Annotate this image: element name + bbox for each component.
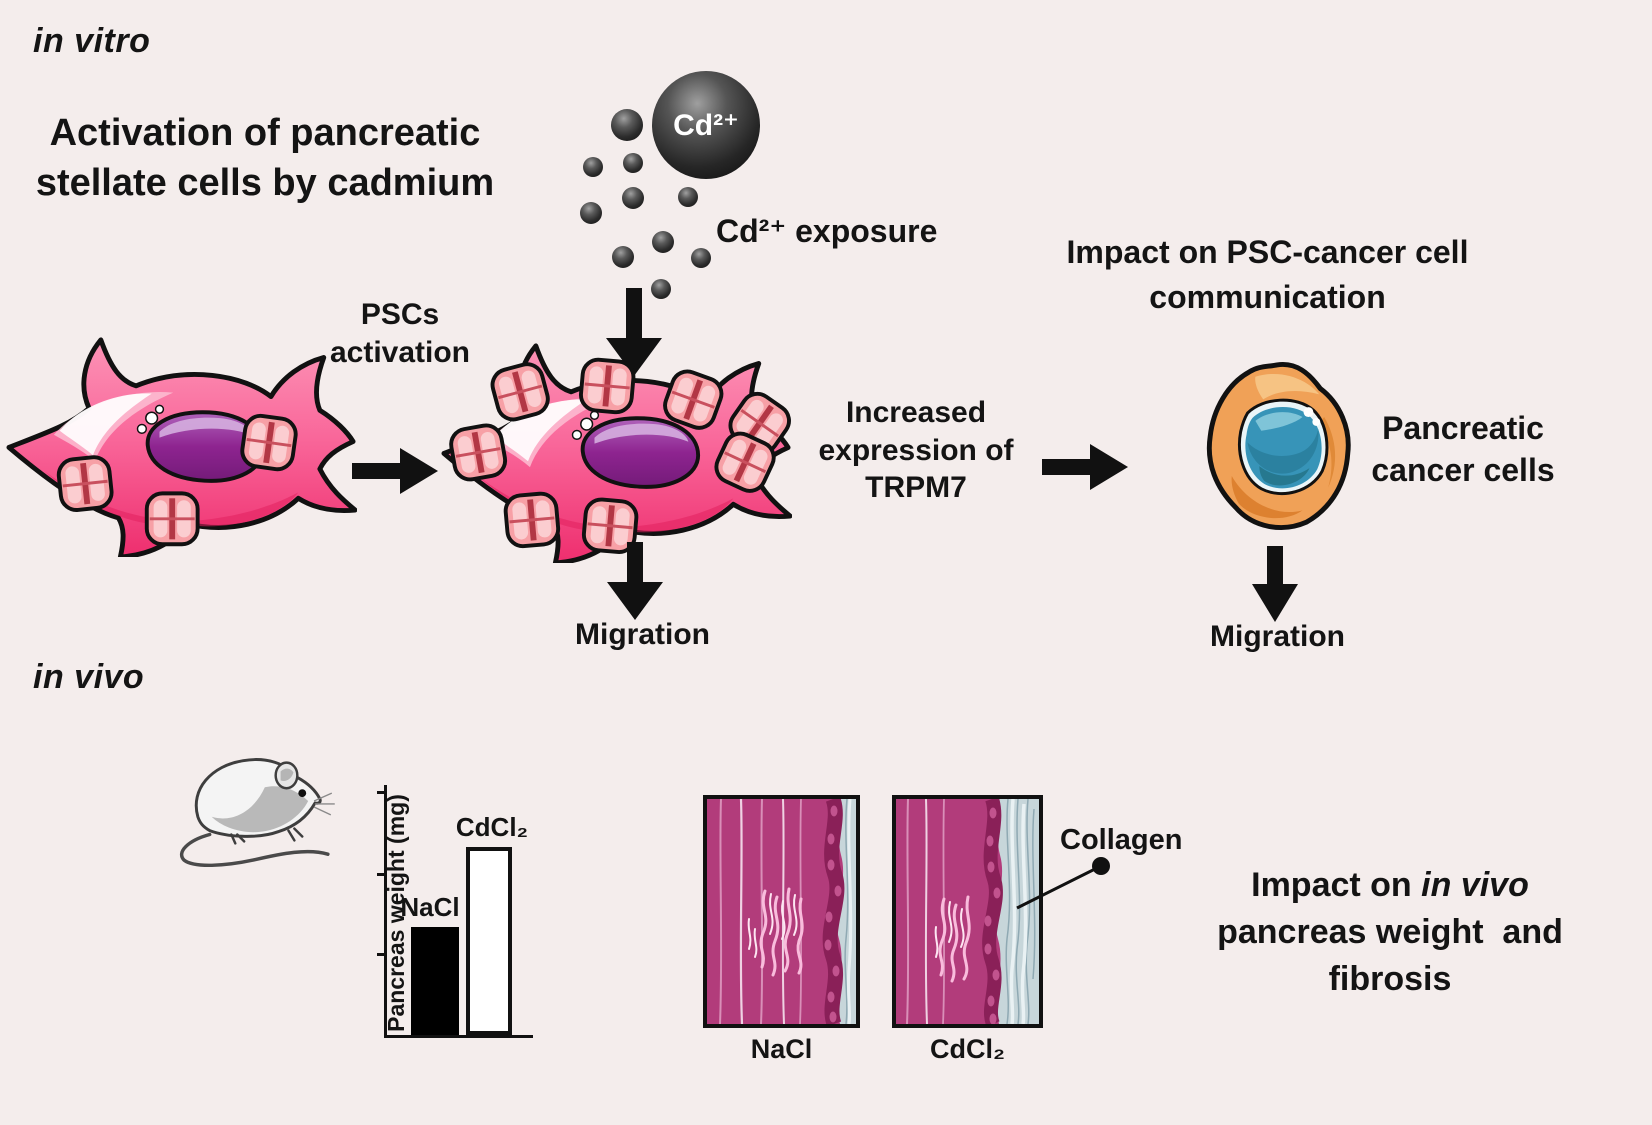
psc-activation-line2: activation (329, 335, 471, 369)
pancreas-weight-chart: Pancreas weight (mg) NaCl CdCl₂ (330, 780, 540, 1040)
gap-junction-icon (55, 453, 116, 514)
trpm7-channel-icon (577, 356, 637, 416)
y-axis-tick (377, 953, 387, 956)
cd-exposure-label: Cd²⁺ exposure (716, 213, 938, 249)
arrow-down-icon (606, 288, 662, 376)
increased-line1: Increased (845, 396, 987, 429)
cancer-cells-label: Pancreatic cancer cells (1358, 408, 1568, 491)
arrow-down-icon (607, 542, 663, 620)
histology-panel-cdcl2 (892, 795, 1043, 1028)
impact-in-vivo-line1-normal: Impact on (1251, 866, 1422, 904)
histology-panel-nacl (703, 795, 860, 1028)
mouse-icon (179, 758, 335, 868)
psc-activation-label: PSCs activation (315, 296, 485, 371)
cadmium-sphere-label: Cd²⁺ (673, 108, 739, 142)
increased-line2: expression of (818, 433, 1014, 467)
bar-label-cdcl2: CdCl₂ (455, 812, 529, 842)
bar-label-nacl: NaCl (400, 892, 460, 922)
chart-plot-area: NaCl CdCl₂ (377, 785, 533, 1038)
impact-in-vivo-line1-italic: in vivo (1421, 866, 1529, 904)
y-axis-tick (377, 791, 387, 794)
cadmium-ion-icon (691, 248, 711, 268)
bar-nacl (411, 927, 459, 1035)
cadmium-ion-icon (651, 279, 671, 299)
impact-communication-line2: communication (1149, 278, 1386, 315)
bar-cdcl2 (466, 847, 512, 1035)
in-vitro-title-line1: Activation of pancreatic (49, 112, 481, 154)
impact-communication-line1: Impact on PSC-cancer cell (1066, 234, 1469, 270)
histology-label-cdcl2: CdCl₂ (930, 1034, 1005, 1064)
arrow-right-icon (352, 448, 438, 494)
cancer-nucleus (1238, 398, 1329, 496)
trpm7-channel-icon (502, 490, 562, 550)
histology-label-nacl: NaCl (750, 1034, 813, 1064)
y-axis-tick (377, 873, 387, 876)
arrow-down-icon (1252, 546, 1298, 622)
impact-communication-title: Impact on PSC-cancer cell communication (1035, 230, 1500, 320)
increased-line3: TRPM7 (865, 471, 967, 504)
gap-junction-icon (238, 411, 300, 474)
histology-cdcl2-image (896, 796, 1039, 1027)
cadmium-ion-icon (611, 109, 643, 141)
impact-in-vivo-title: Impact on in vivo pancreas weight and fi… (1155, 862, 1625, 1003)
collagen-pointer-icon (1016, 857, 1110, 910)
arrow-right-icon (1042, 444, 1128, 490)
impact-in-vivo-line3: fibrosis (1328, 959, 1452, 998)
section-label-in-vitro: in vitro (33, 22, 151, 60)
migration-cancer-label: Migration (1210, 620, 1345, 653)
in-vitro-title-line2: stellate cells by cadmium (35, 162, 495, 205)
psc-cell-activated-icon (440, 338, 792, 563)
trpm7-channel-icon (446, 421, 510, 484)
cadmium-ion-icon (652, 231, 674, 253)
cadmium-ion-icon (623, 153, 643, 173)
cancer-cells-line2: cancer cells (1371, 451, 1555, 488)
cadmium-ion-icon (622, 187, 644, 209)
histology-nacl-image (707, 796, 856, 1027)
migration-psc-label: Migration (575, 618, 710, 651)
cadmium-ion-icon (583, 157, 603, 177)
section-label-in-vivo: in vivo (33, 658, 145, 696)
increased-expression-label: Increased expression of TRPM7 (788, 394, 1044, 507)
cadmium-ion-icon (678, 187, 698, 207)
psc-cell-quiescent-icon (5, 332, 357, 557)
collagen-label: Collagen (1060, 824, 1183, 856)
impact-in-vivo-line2: pancreas weight and (1217, 912, 1563, 951)
psc-activation-line1: PSCs (360, 298, 440, 331)
cancer-cell-icon (1206, 362, 1351, 530)
cadmium-sphere-icon: Cd²⁺ (652, 71, 760, 179)
cancer-cells-line1: Pancreatic (1382, 410, 1544, 446)
cadmium-ion-icon (612, 246, 634, 268)
in-vitro-title: Activation of pancreatic stellate cells … (15, 108, 515, 208)
gap-junction-icon (144, 491, 200, 547)
impact-in-vivo-line1: Impact on in vivo (1155, 862, 1625, 909)
cadmium-ion-icon (580, 202, 602, 224)
